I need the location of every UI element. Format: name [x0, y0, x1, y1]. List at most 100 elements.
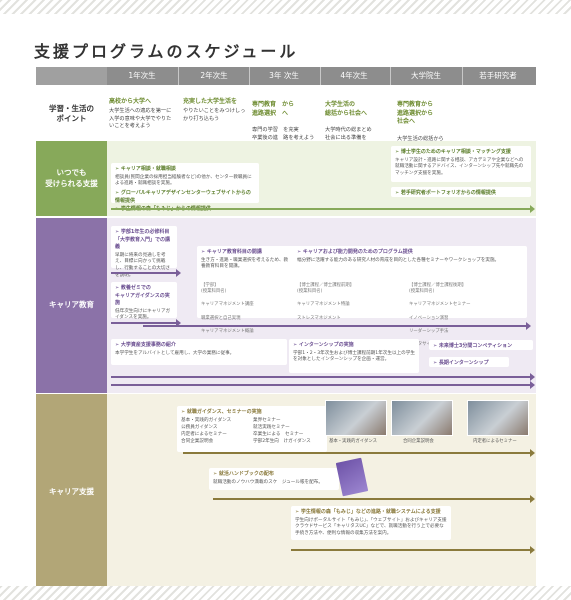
- year-2: 2年次生: [200, 71, 228, 80]
- arrow-handbook: [213, 495, 535, 503]
- year-young-researcher: 若手研究者: [479, 71, 517, 80]
- box-title: ➢ 就職ガイダンス、セミナーの実施: [181, 409, 262, 415]
- year-divider: [390, 67, 391, 85]
- career-courses-left: ➢ キャリア教育科目の開講 生き方・進路・職業選択を考えるため、教養教育科目を開…: [201, 249, 291, 271]
- row-learning-points: 学習・生活の ポイント 高校から大学へ 大学生活への適応を第一に入学の意味や大学…: [36, 88, 536, 149]
- box-title: ➢ インターンシップの実施: [293, 342, 354, 348]
- box-title: ➢ キャリア教育科目の開講: [201, 249, 262, 255]
- course-item: キャリアマネジメント概論: [201, 328, 254, 334]
- box-title: ➢ 教養ゼミでの キャリアガイダンスの実施: [115, 285, 170, 306]
- arrow-career-courses: [143, 322, 531, 330]
- box-title: ➢ 就活ハンドブックの配布: [213, 471, 274, 477]
- box-phd-career-matching: ➢ 博士学生のためのキャリア相談・マッチング支援 キャリア設計・進路に関する相談…: [391, 146, 531, 182]
- row-label-anytime-support: いつでも 受けられる支援: [36, 141, 107, 216]
- box-young-researcher-portfolio: ➢ 若手研究者ポートフォリオからの情報提供: [391, 187, 531, 197]
- box-text: 早期に将来の見通しを考え、目標に向かって挑戦し、行動することの大切さを説明。: [115, 252, 171, 279]
- arrow-intro-course: [111, 269, 181, 277]
- goal-text: やりたいことをみつけしっかり打ち込もう: [183, 108, 246, 122]
- box-text: 生き方・進路・職業選択を考えるため、教養教育科目を開講。: [201, 257, 289, 270]
- box-title: ➢ 学生情報の森「もみじ」などの進路・就職システムによる支援: [295, 509, 441, 515]
- box-title: ➢ 博士学生のためのキャリア相談・マッチング支援: [395, 149, 511, 155]
- year-4: 4年次生: [340, 71, 368, 80]
- box-text: 本学学生をアルバイトとして雇用し、大学の業務に従事。: [115, 350, 235, 356]
- course-item: リーダーシップ手法: [409, 328, 449, 334]
- photo-caption: 内定者によるセミナー: [473, 439, 517, 444]
- box-text: 学生向けポータルサイト「もみじ」、「ウェブサイト」およびキャリア支援クラウドサー…: [295, 517, 447, 537]
- goal-head: 大学生活の 総括から社会へ: [325, 101, 368, 117]
- year-divider: [249, 67, 250, 85]
- year-divider: [462, 67, 463, 85]
- row-career-education: キャリア教育 ➢ 学部1年生の必修科目 「大学教育入門」での講義 早期に将来の見…: [36, 218, 536, 393]
- arrow-student-info-system: [291, 546, 535, 554]
- year-1: 1年次生: [128, 71, 156, 80]
- arrow-assistant-jobs: [111, 373, 535, 381]
- course-item: キャリアマネジメントセミナー: [409, 302, 471, 308]
- photo-caption: 合同企業説明会: [403, 439, 434, 444]
- year-divider: [178, 67, 179, 85]
- box-career-courses: ➢ キャリア教育科目の開講 生き方・進路・職業選択を考えるため、教養教育科目を開…: [197, 246, 527, 347]
- box-text: キャリア設計・進路に関する相談、アカデミアや企業などへの就職活動に関するアドバイ…: [395, 157, 524, 177]
- goal-text: 専門の学習 を充実 卒業後の進 路を考えよう: [252, 127, 315, 141]
- box-text: 学部1・2・3年次生および博士課程前期1年次生以上の学生を対象としたインターンシ…: [293, 350, 415, 363]
- course-col-head: 【学部】 (授業科目名): [201, 282, 227, 295]
- box-title: ➢ 学部1年生の必修科目 「大学教育入門」での講義: [115, 229, 171, 250]
- goal-head: 専門教育 から 進路選択 へ: [252, 101, 295, 117]
- box-job-guidance: ➢ 就職ガイダンス、セミナーの実施 基本・実践的ガイダンス 公務員ガイダンス 内…: [177, 406, 327, 452]
- arrow-internship: [111, 381, 535, 389]
- goal-year2: 充実した大学生活を やりたいことをみつけしっかり打ち込もう: [183, 98, 247, 123]
- box-text: 相談員(民間企業の採用担当経験者など)の他か、センター教職員による進路・就職相談…: [115, 174, 252, 187]
- guidance-item: 就活実践セミナー: [253, 424, 290, 430]
- course-item: キャリアマネジメント講座: [201, 302, 254, 308]
- course-col-head: 【博士課程／博士課程後期】 (授業科目名): [409, 282, 467, 295]
- goal-text: 大学生活への適応を第一に入学の意味や大学でやりたいことを考えよう: [109, 108, 172, 129]
- guidance-item: 合同企業説明会: [181, 438, 214, 444]
- chip-long-internship: ➢ 長期インターンシップ: [429, 357, 509, 367]
- goal-year3: 専門教育 から 進路選択 へ 専門の学習 を充実 卒業後の進 路を考えよう: [252, 94, 322, 149]
- photo-guidance: [325, 400, 387, 436]
- box-title: ➢ 大学資産支援事務の紹介: [115, 342, 176, 348]
- guidance-item: 基本・実践的ガイダンス: [181, 418, 232, 423]
- guidance-item: 内定者によるセミナー: [181, 431, 227, 437]
- goal-year4: 大学生活の 総括から社会へ 大学時代の総まとめ 社会に出る準備を: [325, 94, 395, 149]
- box-internship: ➢ インターンシップの実施 学部1・2・3年次生および博士課程前期1年次生以上の…: [289, 339, 419, 373]
- box-title: ➢ キャリア相談・就職相談: [115, 166, 176, 172]
- chip-text: ➢ 未来博士3分間コンペティション: [433, 343, 513, 349]
- course-item: 職業選択と自己実現: [201, 315, 241, 321]
- goal-head: 高校から大学へ: [109, 98, 152, 105]
- box-text: 低年次生向けにキャリアガイダンスを実施。: [115, 308, 171, 321]
- box-career-consultation: ➢ キャリア相談・就職相談 相談員(民間企業の採用担当経験者など)の他か、センタ…: [111, 163, 259, 212]
- goal-head: 専門教育から 進路選択から 社会へ: [397, 101, 434, 126]
- arrow-job-guidance: [183, 449, 535, 457]
- row-label-learning-points: 学習・生活の ポイント: [49, 103, 94, 123]
- arrow-anytime: [111, 205, 535, 213]
- row-career-support: キャリア支援 ➢ 就職ガイダンス、セミナーの実施 基本・実践的ガイダンス 公務員…: [36, 394, 536, 590]
- chip-3min-competition: ➢ 未来博士3分間コンペティション: [429, 340, 533, 350]
- box-handbook: ➢ 就活ハンドブックの配布 就職活動のノウハウ満載のスケ ジュール帳を配布。: [209, 468, 339, 490]
- page-title: 支援プログラムのスケジュール: [34, 42, 299, 61]
- box-seminar-guidance: ➢ 教養ゼミでの キャリアガイダンスの実施 低年次生向けにキャリアガイダンスを実…: [111, 282, 177, 320]
- row-anytime-support: いつでも 受けられる支援 ➢ キャリア相談・就職相談 相談員(民間企業の採用担当…: [36, 141, 536, 216]
- guidance-item: 公務員ガイダンス: [181, 424, 218, 430]
- box-text: 幅分野に活躍する能力のある研究人材の育成を目的とした各種セミナーやワークショップ…: [297, 257, 500, 263]
- row-label-career-education: キャリア教育: [36, 218, 107, 393]
- photo-caption: 基本・実践的ガイダンス: [329, 439, 378, 444]
- year-divider: [320, 67, 321, 85]
- career-courses-right: ➢ キャリアおよび能力開発のためのプログラム提供 幅分野に活躍する能力のある研究…: [297, 249, 523, 264]
- box-student-info-system: ➢ 学生情報の森「もみじ」などの進路・就職システムによる支援 学生向けポータルサ…: [291, 506, 451, 540]
- handbook-image: [335, 457, 369, 497]
- year-grad: 大学院生: [411, 71, 441, 80]
- course-item: イノベーション演習: [409, 315, 449, 321]
- chip-text: ➢ 長期インターンシップ: [433, 360, 489, 366]
- photo-job-fair: [391, 400, 453, 436]
- guidance-item: 業界セミナー: [253, 418, 281, 423]
- goal-head: 充実した大学生活を: [183, 98, 238, 105]
- year-header-bar: 1年次生 2年次生 3年 次生 4年次生 大学院生 若手研究者: [36, 67, 536, 85]
- arrow-seminar-guidance: [111, 319, 181, 327]
- goal-text: 大学時代の総まとめ 社会に出る準備を: [325, 127, 372, 141]
- box-assistant-jobs: ➢ 大学資産支援事務の紹介 本学学生をアルバイトとして雇用し、大学の業務に従事。: [111, 339, 287, 365]
- course-item: ストレスマネジメント: [297, 315, 341, 321]
- top-stripe-decoration: [0, 0, 571, 14]
- guidance-col-a: 基本・実践的ガイダンス 公務員ガイダンス 内定者によるセミナー 合同企業説明会: [181, 418, 251, 446]
- course-col-masters: 【博士課程／博士課程前期】 (授業科目名) キャリアマネジメント特論 ストレスマ…: [297, 276, 397, 329]
- guidance-item: 学部2年生向 けガイダンス: [253, 438, 311, 444]
